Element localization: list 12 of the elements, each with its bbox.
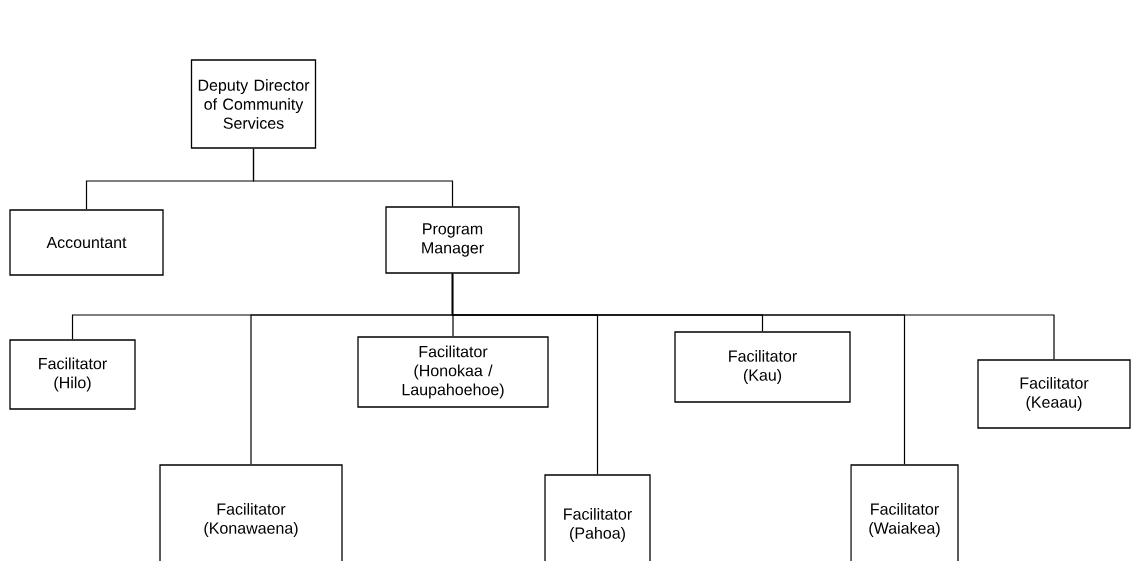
org-box: Facilitator (Pahoa) [544, 474, 651, 561]
org-box: Program Manager [385, 206, 520, 274]
org-box: Accountant [9, 209, 164, 276]
org-box: Facilitator (Hilo) [9, 339, 136, 410]
connector-line [252, 148, 454, 207]
org-box: Facilitator (Konawaena) [159, 464, 343, 561]
org-box: Facilitator (Keaau) [977, 359, 1131, 429]
org-box: Facilitator (Kau) [674, 331, 851, 403]
org-box: Facilitator (Honokaa / Laupahoehoe) [357, 336, 549, 408]
org-box: Deputy Director of Community Services [190, 59, 317, 149]
org-box: Facilitator (Waiakea) [850, 464, 959, 561]
connector-line [451, 273, 1055, 360]
